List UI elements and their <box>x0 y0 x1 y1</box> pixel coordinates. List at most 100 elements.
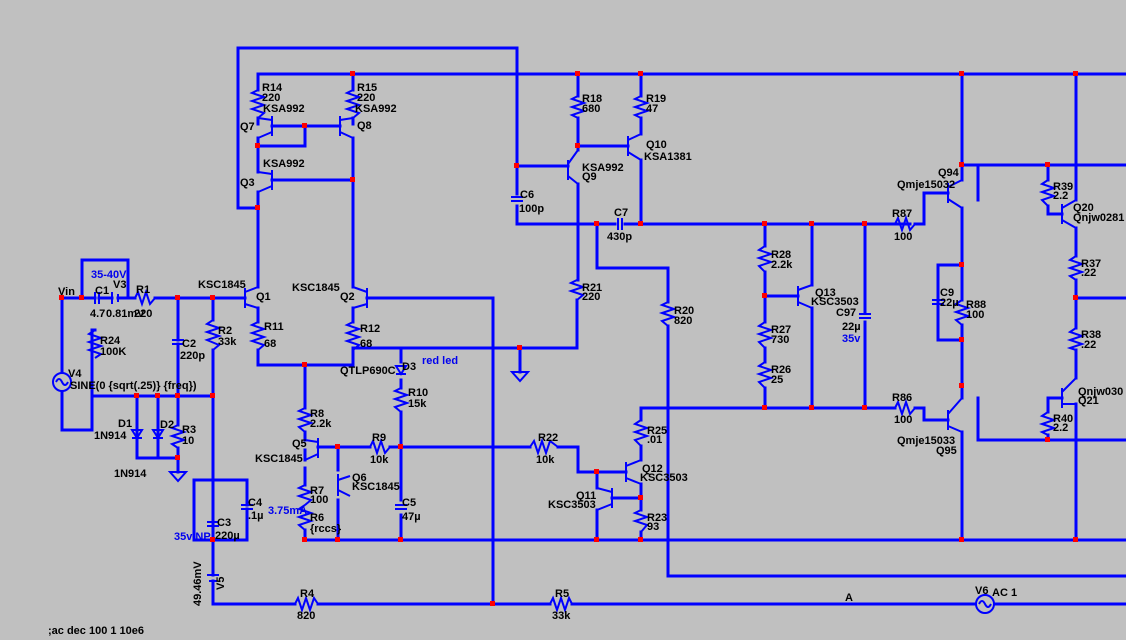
r18-label: R18 <box>582 93 602 105</box>
q5-part: KSC1845 <box>255 453 303 465</box>
v4-label: V4 <box>68 368 82 380</box>
v5-value: 49.46mV <box>192 561 204 606</box>
r86-value: 100 <box>894 414 912 426</box>
c7-value: 430p <box>607 231 632 243</box>
v4-source <box>52 372 72 392</box>
q7-label: Q7 <box>240 121 255 133</box>
q7-part: KSA992 <box>263 103 305 115</box>
c6-capacitor <box>511 196 523 202</box>
r6-value: {rccs} <box>310 523 342 535</box>
q3-part: KSA992 <box>263 158 305 170</box>
r8-label: R8 <box>310 408 324 420</box>
r26-label: R26 <box>771 364 791 376</box>
junctions <box>59 71 1078 606</box>
r27-resistor <box>755 321 775 349</box>
q3-label: Q3 <box>240 177 255 189</box>
c3-capacitor <box>207 521 219 527</box>
q13-transistor <box>797 284 813 309</box>
r10-resistor <box>391 387 411 413</box>
r9-resistor <box>369 437 391 457</box>
r7-value: 100 <box>310 494 328 506</box>
r24-value: 100K <box>100 346 126 358</box>
r88-label: R88 <box>966 299 986 311</box>
c5-value: 47µ <box>402 511 421 523</box>
q21-transistor <box>1061 377 1077 408</box>
ground-symbol <box>509 371 531 383</box>
c4-capacitor <box>241 498 253 522</box>
r38-value: .22 <box>1081 339 1096 351</box>
r19-label: R19 <box>646 93 666 105</box>
d2-diode <box>151 429 165 440</box>
labels: Vin 35-40V C1 V3 R1 4.7 0.81mV 220 R24 1… <box>48 82 1124 637</box>
q2-label: Q2 <box>340 291 355 303</box>
r40-resistor <box>1038 411 1058 436</box>
r87-label: R87 <box>892 208 912 220</box>
r6-resistor <box>295 504 315 531</box>
r21-label: R21 <box>582 282 602 294</box>
q8-transistor <box>339 116 354 139</box>
c97-label: C97 <box>836 307 856 319</box>
r27-value: 730 <box>771 334 789 346</box>
r24-resistor <box>85 329 105 359</box>
r4-label: R4 <box>300 588 315 600</box>
q95-label: Q95 <box>936 445 957 457</box>
q6-transistor <box>337 474 351 497</box>
d1-label: D1 <box>118 418 132 430</box>
d3-note: red led <box>422 355 458 367</box>
r38-resistor <box>1066 327 1086 351</box>
sources-diodes <box>52 292 995 614</box>
q20-transistor <box>1061 199 1077 229</box>
d3-label: D3 <box>402 361 416 373</box>
q95-transistor <box>947 397 963 433</box>
v6-source <box>975 594 995 614</box>
r14-resistor <box>248 89 268 119</box>
r5-label: R5 <box>555 588 569 600</box>
r20-resistor <box>658 301 678 327</box>
q5-transistor <box>304 438 319 461</box>
r1-label: R1 <box>136 284 150 296</box>
r12-resistor <box>343 321 363 351</box>
q9-label: Q9 <box>582 171 597 183</box>
r28-resistor <box>755 245 775 273</box>
r39-value: 2.2 <box>1053 190 1068 202</box>
r39-resistor <box>1038 179 1058 207</box>
c1-value: 4.7 <box>90 308 105 320</box>
q12-label: Q12 <box>642 463 663 475</box>
r12-value: 68 <box>360 338 372 350</box>
d1-value: 1N914 <box>94 430 127 442</box>
r22-label: R22 <box>538 432 558 444</box>
c4-label: C4 <box>248 497 263 509</box>
node-a-label: A <box>845 592 853 604</box>
r39-label: R39 <box>1053 181 1073 193</box>
r86-label: R86 <box>892 392 912 404</box>
q11-part: KSC3503 <box>548 499 596 511</box>
q8-label: Q8 <box>357 120 372 132</box>
r88-value: 100 <box>966 309 984 321</box>
r20-value: 820 <box>674 315 692 327</box>
q21-part: Qnjw030 <box>1078 386 1123 398</box>
q8-part: KSA992 <box>355 103 397 115</box>
r37-resistor <box>1066 255 1086 281</box>
r7-label: R7 <box>310 485 324 497</box>
c3-note: 35v NP <box>174 531 211 543</box>
d2-value: 1N914 <box>114 468 147 480</box>
wires <box>60 46 1126 606</box>
r4-resistor <box>294 594 319 614</box>
v4-value: SINE(0 {sqrt(.25)} {freq}) <box>70 380 197 392</box>
c2-label: C2 <box>182 338 196 350</box>
c97-capacitor <box>859 313 871 319</box>
c9-label: C9 <box>940 287 954 299</box>
r28-value: 2.2k <box>771 259 793 271</box>
r22-resistor <box>529 437 559 457</box>
q12-transistor <box>625 459 642 485</box>
c1-capacitor <box>94 292 114 304</box>
r21-resistor <box>567 279 587 301</box>
r19-resistor <box>631 95 651 119</box>
c4-value: .1µ <box>248 510 264 522</box>
r2-resistor <box>203 319 223 351</box>
c2-value: 220p <box>180 350 205 362</box>
q13-label: Q13 <box>815 287 836 299</box>
v3-source <box>111 292 127 304</box>
q94-label: Q94 <box>938 167 960 179</box>
r3-value: 10 <box>182 435 194 447</box>
